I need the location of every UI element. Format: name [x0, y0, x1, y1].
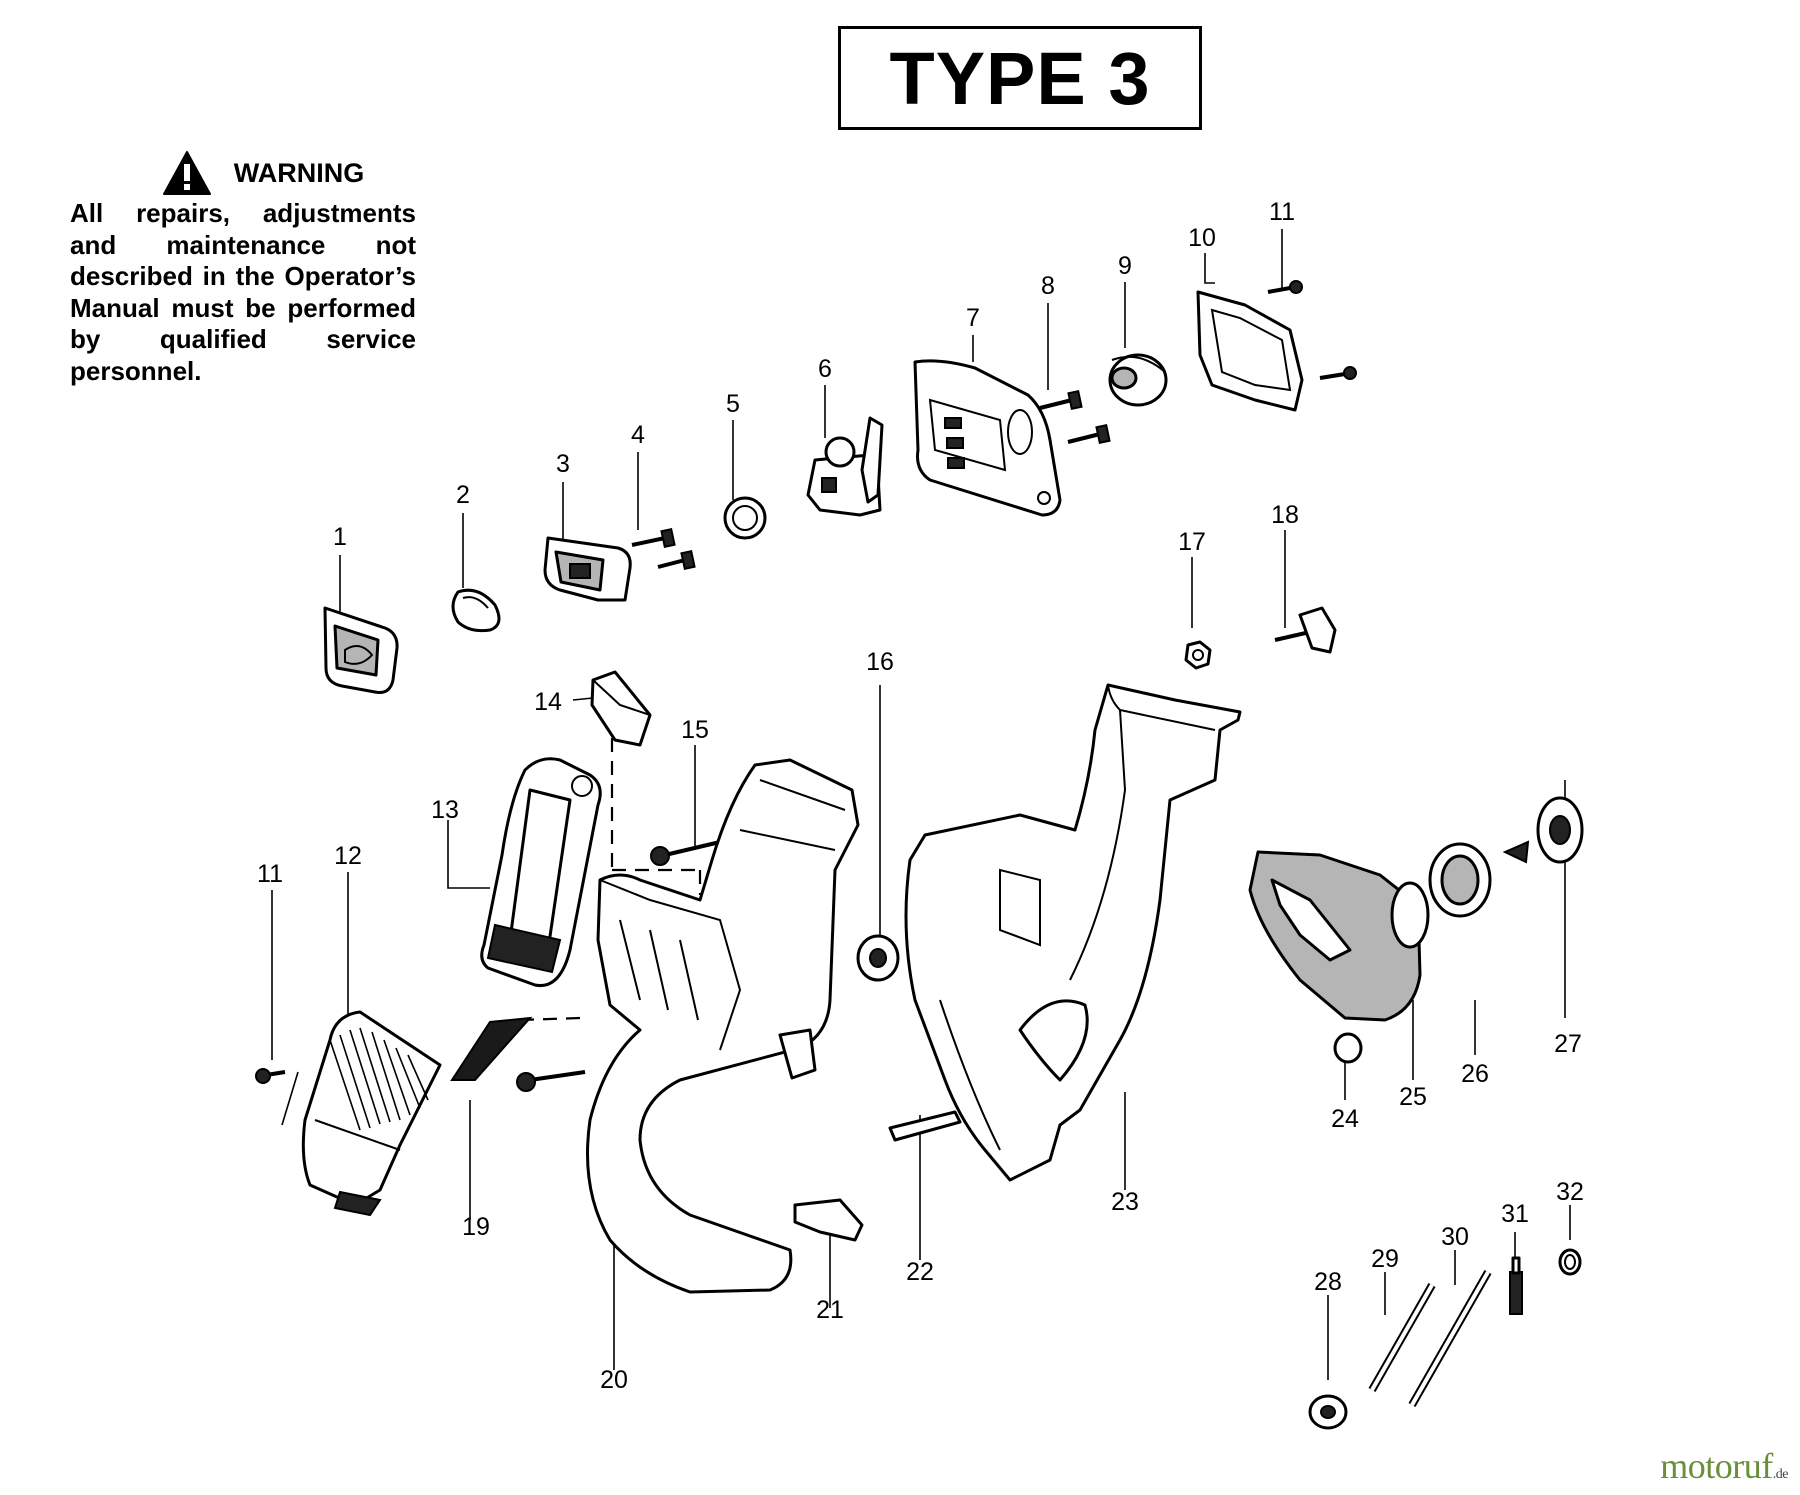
part-3-spacer — [543, 536, 632, 602]
part-label: 18 — [1271, 501, 1299, 529]
part-8-screws — [1039, 389, 1111, 445]
part-1-gasket — [323, 606, 399, 694]
warning-heading: WARNING — [233, 157, 365, 188]
part-31-fuel-filter — [1509, 1256, 1523, 1315]
part-label: 11 — [1269, 198, 1295, 226]
part-9-foam-ring — [1108, 353, 1168, 407]
part-24-grommet — [1333, 1032, 1363, 1064]
part-26-ring — [1428, 842, 1492, 918]
part-14-foam-block — [590, 670, 652, 747]
part-label: 24 — [1331, 1105, 1359, 1133]
part-19-filter-pad — [450, 1016, 533, 1081]
part-13-handle — [480, 757, 602, 988]
part-label: 8 — [1041, 272, 1055, 300]
part-label: 9 — [1118, 252, 1132, 280]
part-27-cap — [1502, 796, 1584, 864]
part-label: 22 — [906, 1258, 934, 1286]
part-20-fan-housing — [586, 758, 860, 1294]
part-17-nut — [1184, 640, 1212, 670]
part-32-grommet — [1558, 1248, 1582, 1276]
part-4-screws — [631, 527, 696, 571]
watermark-suffix: .de — [1772, 1467, 1789, 1482]
part-label: 6 — [818, 355, 832, 383]
part-label: 23 — [1111, 1188, 1139, 1216]
part-number-labels: 1 2 3 4 5 6 7 8 9 10 11 11 12 13 14 15 1… — [257, 198, 1584, 1394]
part-label: 17 — [1178, 528, 1206, 556]
part-label: 12 — [334, 842, 362, 870]
part-label: 20 — [600, 1366, 628, 1394]
part-21-clip — [793, 1198, 864, 1242]
type-title: TYPE 3 — [889, 36, 1151, 120]
part-11-screws-top — [1267, 280, 1357, 380]
part-label: 32 — [1556, 1178, 1584, 1206]
part-10-cover-plate — [1196, 290, 1304, 412]
part-22-pin — [888, 1110, 962, 1142]
watermark-brand: motoruf — [1660, 1446, 1773, 1486]
part-label: 16 — [866, 648, 894, 676]
part-label: 3 — [556, 450, 570, 478]
part-16-fan-nut — [856, 934, 900, 982]
part-18-knob-screw — [1274, 606, 1337, 654]
part-label: 27 — [1554, 1030, 1582, 1058]
part-label: 19 — [462, 1213, 490, 1241]
part-11-screw-left — [255, 1068, 286, 1084]
part-28-washer — [1308, 1394, 1348, 1430]
part-label: 7 — [966, 304, 980, 332]
part-15-screw — [650, 840, 721, 866]
warning-notice: WARNING All repairs, adjustments and mai… — [70, 150, 416, 387]
part-label: 29 — [1371, 1245, 1399, 1273]
part-2-gasket — [451, 588, 501, 633]
warning-text: All repairs, adjustments and maintenance… — [70, 198, 416, 386]
part-23-fan-housing — [904, 683, 1242, 1182]
part-label: 14 — [534, 688, 562, 716]
part-label: 4 — [631, 421, 645, 449]
warning-header: WARNING — [70, 150, 416, 196]
watermark-logo: motoruf.de — [1660, 1445, 1788, 1487]
warning-triangle-icon — [162, 151, 211, 195]
part-label: 13 — [431, 796, 459, 824]
housing-screw — [516, 1070, 586, 1092]
part-label: 5 — [726, 390, 740, 418]
part-7-airbox — [913, 359, 1062, 517]
part-label: 25 — [1399, 1083, 1427, 1111]
part-label: 2 — [456, 481, 470, 509]
part-5-gasket — [723, 496, 767, 540]
part-label: 28 — [1314, 1268, 1342, 1296]
part-label: 31 — [1501, 1200, 1529, 1228]
part-6-carburetor — [806, 416, 884, 517]
part-29-fuel-line — [1368, 1283, 1436, 1392]
part-label: 30 — [1441, 1223, 1469, 1251]
part-label: 21 — [816, 1296, 844, 1324]
part-30-fuel-line — [1408, 1270, 1492, 1407]
part-label: 1 — [333, 523, 347, 551]
part-label: 10 — [1188, 224, 1216, 252]
part-label: 26 — [1461, 1060, 1489, 1088]
part-label: 11 — [257, 860, 283, 888]
part-12-filter-cover — [301, 1010, 442, 1217]
part-label: 15 — [681, 716, 709, 744]
type-title-box: TYPE 3 — [838, 26, 1202, 130]
part-25-blower-housing — [1248, 850, 1430, 1022]
